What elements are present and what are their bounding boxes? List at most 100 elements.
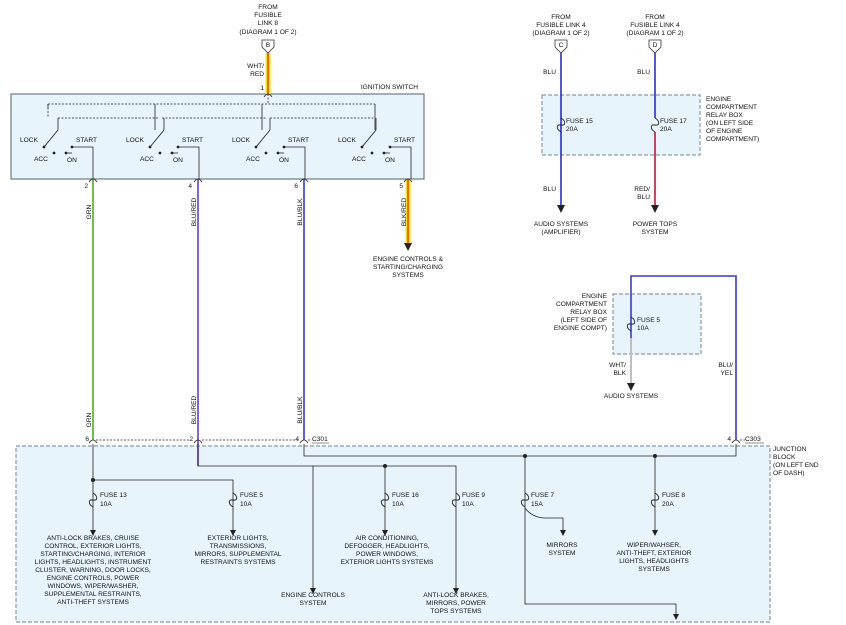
dest-label: STARTING/CHARGING bbox=[373, 264, 443, 271]
fuse-label: FUSE 17 bbox=[660, 118, 687, 125]
label-line: COMPARTMENT bbox=[706, 104, 757, 111]
source-label: FROM bbox=[645, 14, 664, 21]
switch-bus bbox=[47, 94, 375, 119]
dest-label: ANTI-THEFT, EXTERIOR bbox=[616, 550, 691, 557]
fuse-icon bbox=[650, 492, 660, 508]
source-label: FUSIBLE LINK 4 bbox=[630, 22, 680, 29]
dest-label: LIGHTS, HEADLIGHTS bbox=[619, 558, 689, 565]
fuse-icon bbox=[650, 117, 660, 133]
label-line: (ON LEFT END bbox=[773, 462, 819, 469]
fuse-label: FUSE 9 bbox=[462, 492, 485, 499]
label-line: OF DASH) bbox=[773, 470, 805, 477]
switch-output bbox=[178, 146, 200, 179]
connector-arc-icon bbox=[88, 439, 98, 444]
dest-label: TOPS SYSTEMS bbox=[430, 608, 482, 615]
contact-dot bbox=[158, 151, 162, 155]
fuse-rating: 10A bbox=[100, 501, 112, 508]
fuse-icon bbox=[88, 492, 98, 508]
arrow-icon bbox=[310, 588, 316, 594]
label-line: JUNCTION bbox=[773, 446, 807, 453]
fuse-rating: 10A bbox=[392, 501, 404, 508]
dest-label: AUDIO SYSTEMS bbox=[604, 393, 659, 400]
wire-label: BLK bbox=[614, 370, 627, 377]
switch-bus-drops bbox=[47, 104, 376, 130]
fuse-rating: 20A bbox=[660, 126, 672, 133]
label-line: RELAY BOX bbox=[706, 112, 743, 119]
switch-lock-label: LOCK bbox=[20, 137, 39, 144]
fuse-icon bbox=[228, 492, 238, 508]
arrow-icon bbox=[557, 205, 565, 213]
wire-label: WHT/ bbox=[247, 63, 264, 70]
dest-label: SYSTEM bbox=[548, 550, 575, 557]
connector-c-icon bbox=[554, 39, 568, 54]
arrow-icon bbox=[673, 614, 679, 620]
wire-label: WHT/ bbox=[609, 362, 626, 369]
connector-arc-icon bbox=[403, 178, 413, 183]
connector-arc-icon bbox=[193, 178, 203, 183]
pin-label: 4 bbox=[188, 183, 192, 190]
junction-dots bbox=[91, 454, 657, 482]
wire-label: BLU/ bbox=[718, 362, 733, 369]
junction-fuses bbox=[88, 492, 660, 508]
connector-arc-icon bbox=[731, 439, 741, 444]
dest-label: ENGINE CONTROLS bbox=[281, 592, 345, 599]
label-line: RELAY BOX bbox=[570, 309, 607, 316]
connector-letter: D bbox=[653, 42, 658, 49]
switch-blade bbox=[361, 129, 377, 148]
switch-start-label: START bbox=[182, 137, 203, 144]
relay-mid-fuse bbox=[626, 316, 636, 332]
fuse-rating: 20A bbox=[566, 126, 578, 133]
fuse-rating: 15A bbox=[531, 501, 543, 508]
dest-label: SYSTEM bbox=[641, 229, 668, 236]
pin-label: 6 bbox=[294, 183, 298, 190]
arrow-icon bbox=[404, 243, 412, 251]
arrow-icon bbox=[560, 530, 566, 536]
dest-label: LIGHTS, HEADLIGHTS, INSTRUMENT bbox=[35, 559, 152, 566]
dest-label: DEFOGGER, HEADLIGHTS, bbox=[344, 543, 430, 550]
relay-top-label: ENGINE COMPARTMENT RELAY BOX (ON LEFT SI… bbox=[706, 96, 759, 143]
dest-label: SUPPLEMENTAL RESTRAINTS, bbox=[44, 591, 142, 598]
dest-label: ANTI-THEFT SYSTEMS bbox=[57, 599, 129, 606]
dest-label: ENGINE CONTROLS, POWER bbox=[47, 575, 140, 582]
wire-label: RED bbox=[250, 71, 264, 78]
fuse-icon bbox=[556, 117, 566, 133]
source-label: LINK 8 bbox=[258, 20, 278, 27]
dest-label: MIRRORS bbox=[546, 542, 578, 549]
wire-label: RED/ bbox=[634, 186, 650, 193]
switch-on-label: ON bbox=[385, 157, 395, 164]
switch-start-label: START bbox=[76, 137, 97, 144]
arrow-icon bbox=[652, 530, 658, 536]
ignition-switch-box bbox=[10, 93, 425, 180]
label-line: ENGINE bbox=[582, 293, 608, 300]
source-label: FROM bbox=[551, 14, 570, 21]
dest-label: ANTI-LOCK BRAKES, CRUISE bbox=[47, 535, 140, 542]
junction-connectors bbox=[88, 93, 741, 444]
switch-acc-label: ACC bbox=[352, 156, 366, 163]
switch-blade bbox=[149, 129, 165, 148]
fuse-rating: 10A bbox=[462, 501, 474, 508]
splice-dot bbox=[523, 454, 527, 458]
source-label: (DIAGRAM 1 OF 2) bbox=[239, 29, 296, 36]
dest-label: STARTING/CHARGING, INTERIOR bbox=[40, 551, 145, 558]
dest-label: ANTI-LOCK BRAKES, bbox=[423, 592, 489, 599]
connector-arc-icon bbox=[263, 93, 273, 98]
dest-label: TRANSMISSIONS, bbox=[210, 543, 267, 550]
wire-label: BLU bbox=[637, 69, 650, 76]
connector-arc-icon bbox=[299, 178, 309, 183]
fuse-icon bbox=[520, 492, 530, 508]
arrow-icon bbox=[651, 205, 659, 213]
splice-dot bbox=[91, 478, 95, 482]
wire-label: BLU bbox=[543, 186, 556, 193]
arrow-icon bbox=[230, 530, 236, 536]
source-fusible-link-8: FROM FUSIBLE LINK 8 (DIAGRAM 1 OF 2) B bbox=[239, 4, 297, 54]
dest-label: ENGINE CONTROLS & bbox=[373, 256, 444, 263]
label-line: ENGINE COMPT) bbox=[554, 325, 607, 332]
source-label: FUSIBLE LINK 4 bbox=[536, 22, 586, 29]
fuse-label: FUSE 5 bbox=[240, 492, 263, 499]
fuse-label: FUSE 13 bbox=[100, 492, 127, 499]
dest-label: AIR CONDITIONING, bbox=[355, 535, 419, 542]
